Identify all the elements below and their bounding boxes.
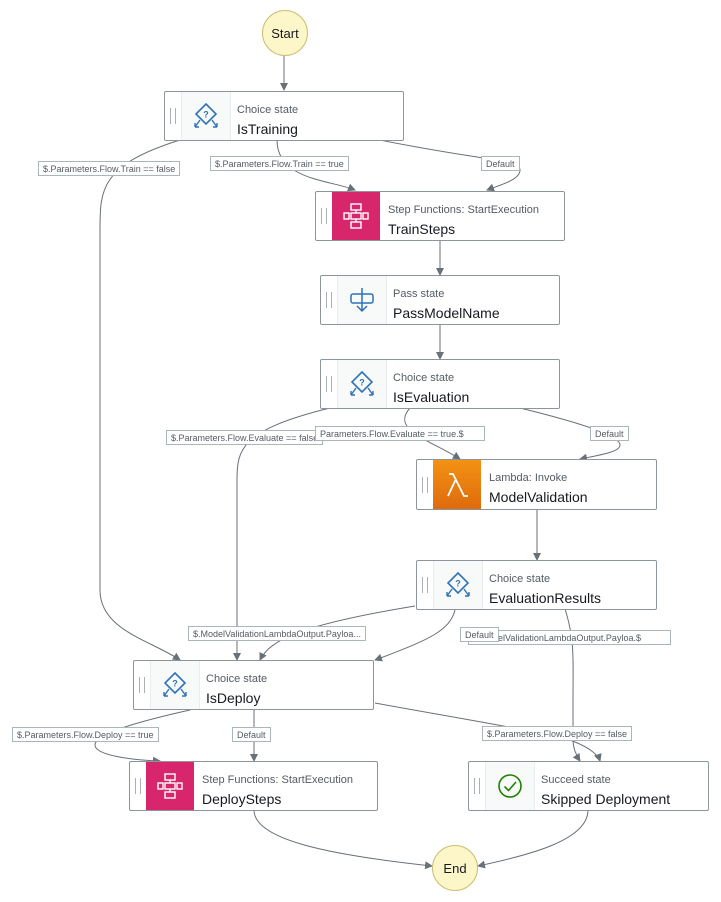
state-name: PassModelName	[393, 305, 500, 321]
edge-label-training-default[interactable]: Default	[481, 156, 520, 171]
state-name: TrainSteps	[388, 221, 456, 237]
state-name: ModelValidation	[489, 489, 588, 505]
end-label: End	[443, 860, 467, 876]
edge-label-validation-output-1[interactable]: $.ModelValidationLambdaOutput.Payloa...	[188, 626, 366, 641]
edge-isevaluation-default	[519, 407, 621, 462]
drag-handle[interactable]	[326, 376, 332, 392]
choice-icon: ?	[181, 92, 231, 140]
choice-icon: ?	[150, 661, 200, 709]
edge-label-evaluation-default[interactable]: Default	[590, 426, 629, 441]
drag-handle[interactable]	[326, 292, 332, 308]
state-type: Succeed state	[541, 774, 611, 786]
step-functions-icon	[146, 762, 194, 810]
state-type: Choice state	[489, 573, 551, 585]
state-name: IsEvaluation	[393, 389, 470, 405]
step-functions-icon	[332, 192, 380, 240]
drag-handle[interactable]	[474, 778, 480, 794]
edge-label-train-false[interactable]: $.Parameters.Flow.Train == false	[38, 161, 181, 176]
edge-isdeploy-deploy-true	[94, 709, 191, 765]
state-type: Pass state	[393, 288, 445, 300]
edge-label-evaluate-true[interactable]: $.Parameters.Flow.Evaluate == true	[315, 426, 485, 441]
edge-label-deploy-true[interactable]: $.Parameters.Flow.Deploy == true	[12, 727, 159, 742]
drag-handle[interactable]	[170, 108, 176, 124]
drag-handle[interactable]	[139, 677, 145, 693]
pass-icon	[337, 276, 387, 324]
state-type: Choice state	[237, 104, 299, 116]
state-type: Lambda: Invoke	[489, 472, 568, 484]
state-name: DeploySteps	[202, 791, 282, 807]
end-terminal[interactable]: End	[432, 845, 478, 891]
state-type: Step Functions: StartExecution	[202, 774, 354, 786]
edge-label-deploy-default[interactable]: Default	[232, 727, 271, 742]
choice-icon: ?	[433, 561, 483, 609]
start-label: Start	[271, 25, 299, 41]
svg-text:?: ?	[203, 110, 209, 120]
edge-label-evaluate-false[interactable]: $.Parameters.Flow.Evaluate == false	[166, 430, 324, 445]
state-is-evaluation[interactable]: ? Choice state IsEvaluation	[320, 359, 560, 409]
state-type: Choice state	[393, 372, 455, 384]
svg-text:?: ?	[359, 378, 365, 388]
edge-results-default	[374, 609, 456, 662]
state-name: Skipped Deployment	[541, 791, 671, 807]
state-pass-model-name[interactable]: Pass state PassModelName	[320, 275, 560, 325]
state-name: IsDeploy	[206, 690, 261, 706]
svg-text:?: ?	[172, 679, 178, 689]
edge-istraining-train-true	[276, 139, 356, 192]
edge-label-results-default[interactable]: Default	[460, 627, 499, 642]
edge-label-validation-output-2[interactable]: $.ModelValidationLambdaOutput.Payloa...	[468, 630, 671, 645]
state-train-steps[interactable]: Step Functions: StartExecution TrainStep…	[315, 191, 565, 241]
edge-deploysteps-to-end	[253, 809, 433, 870]
lambda-icon	[433, 460, 481, 509]
state-skipped-deployment[interactable]: Succeed state Skipped Deployment	[468, 761, 709, 811]
edge-skipped-to-end	[477, 809, 589, 869]
state-type: Step Functions: StartExecution	[388, 204, 540, 216]
edge-isevaluation-evaluate-false	[233, 407, 331, 661]
start-terminal[interactable]: Start	[262, 10, 308, 56]
edge-label-train-true[interactable]: $.Parameters.Flow.Train == true	[210, 156, 349, 171]
state-type: Choice state	[206, 673, 268, 685]
edge-istraining-train-false	[99, 139, 181, 661]
state-name: EvaluationResults	[489, 590, 602, 606]
edge-label-deploy-false[interactable]: $.Parameters.Flow.Deploy == false	[482, 726, 633, 741]
svg-text:?: ?	[455, 579, 461, 589]
state-evaluation-results[interactable]: ? Choice state EvaluationResults	[416, 560, 657, 610]
drag-handle[interactable]	[135, 778, 141, 794]
drag-handle[interactable]	[422, 476, 428, 493]
state-model-validation[interactable]: Lambda: Invoke ModelValidation	[416, 459, 657, 510]
state-is-deploy[interactable]: ? Choice state IsDeploy	[133, 660, 374, 710]
choice-icon: ?	[337, 360, 387, 408]
state-name: IsTraining	[237, 121, 298, 137]
state-is-training[interactable]: ? Choice state IsTraining	[164, 91, 404, 141]
state-deploy-steps[interactable]: Step Functions: StartExecution DeploySte…	[129, 761, 378, 811]
succeed-icon	[485, 762, 535, 810]
drag-handle[interactable]	[422, 577, 428, 593]
drag-handle[interactable]	[321, 208, 327, 224]
